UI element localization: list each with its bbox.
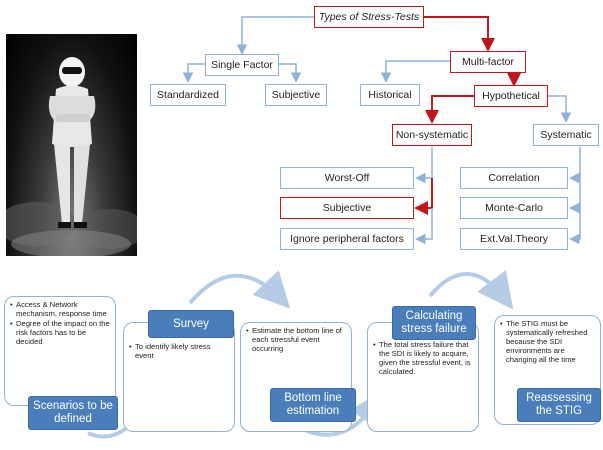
correlation-node: Correlation [460,167,568,189]
step2-label: Survey [148,310,234,338]
step4-card: The total stress failure that the SDI is… [367,322,479,432]
step3-label: Bottom line estimation [270,388,356,422]
non-systematic-node: Non-systematic [392,124,472,146]
step2-card: To identify likely stress event [123,322,235,432]
worst-off-node: Worst-Off [280,167,414,189]
step4-bullet: The total stress failure that the SDI is… [373,340,473,377]
hypothetical-node: Hypothetical [474,85,548,107]
step5-bullet: The STIG must be systematically refreshe… [500,319,595,365]
standardized-node: Standardized [150,84,226,106]
step1-label: Scenarios to be defined [28,396,118,430]
ignore-peripheral-node: Ignore peripheral factors [280,228,414,250]
step1-bullet: Access & Network mechanism, response tim… [10,300,110,319]
step1-bullet: Degree of the impact on the risk factors… [10,319,110,347]
monte-carlo-node: Monte-Carlo [460,197,568,219]
driver-figure-icon [6,57,137,256]
historical-node: Historical [360,84,420,106]
subjective-top-node: Subjective [265,84,327,106]
root-node: Types of Stress-Tests [314,6,424,28]
step4-label: Calculating stress failure [392,306,476,340]
ext-val-theory-node: Ext.Val.Theory [460,228,568,250]
systematic-node: Systematic [533,124,599,146]
step1-card: Access & Network mechanism, response tim… [4,296,116,406]
subjective-sub-node: Subjective [280,197,414,219]
step5-label: Reassessing the STIG [517,388,601,422]
step3-bullet: Estimate the bottom line of each stressf… [246,326,346,354]
single-factor-node: Single Factor [205,54,279,76]
multi-factor-node: Multi-factor [450,51,526,73]
step2-bullet: To identify likely stress event [129,342,229,361]
racing-driver-photo [6,34,137,256]
